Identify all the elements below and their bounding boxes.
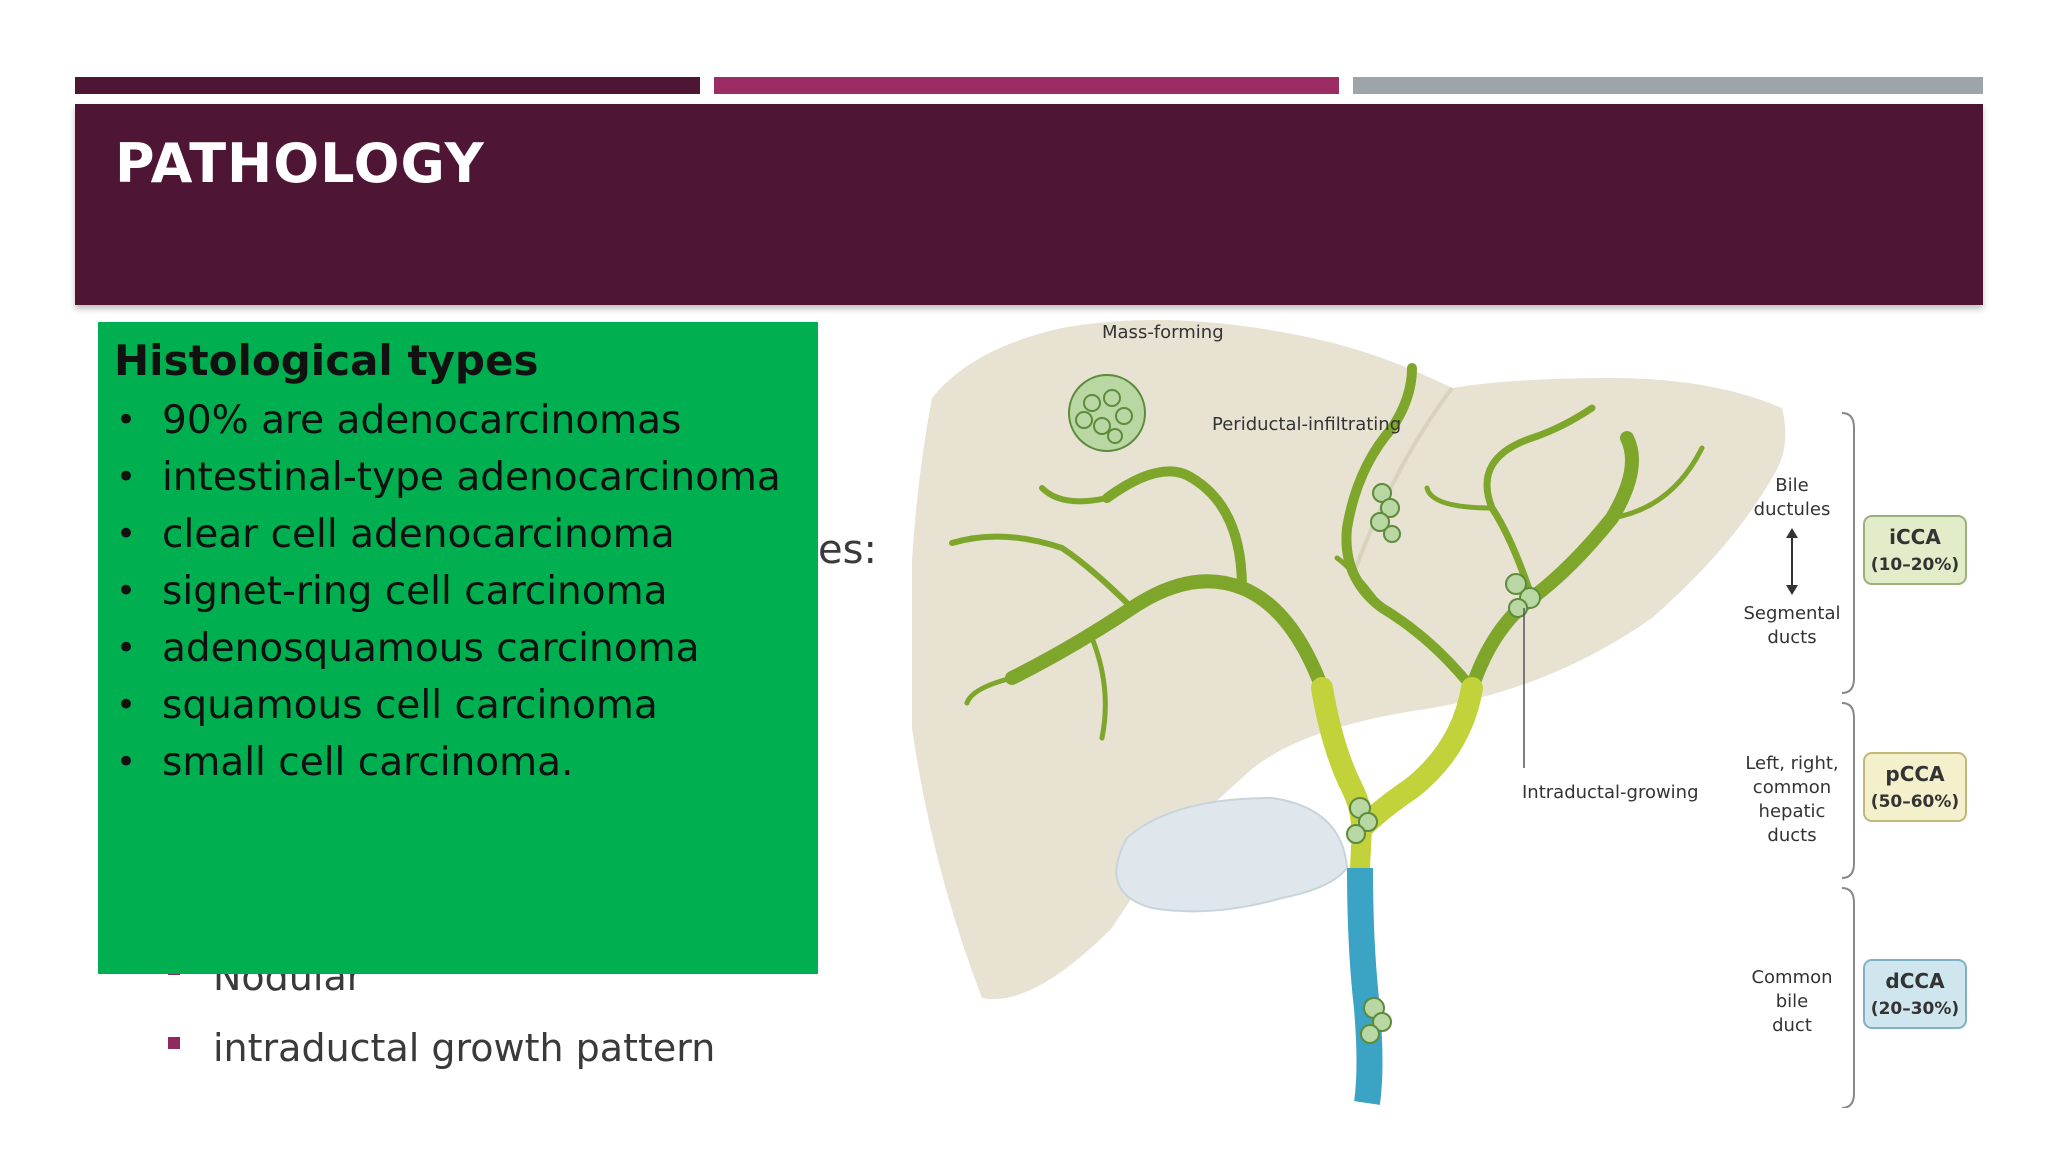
svg-text:duct: duct <box>1772 1015 1812 1036</box>
label-periductal: Periductal-infiltrating <box>1212 414 1401 435</box>
label-intraductal: Intraductal-growing <box>1522 782 1699 803</box>
svg-text:pCCA: pCCA <box>1885 762 1945 786</box>
svg-text:(50–60%): (50–60%) <box>1871 792 1959 812</box>
svg-text:Bile: Bile <box>1775 475 1808 496</box>
svg-text:Segmental: Segmental <box>1743 603 1840 624</box>
sub-bullet-intraductal: intraductal growth pattern <box>213 1026 715 1070</box>
duct-classification: Bile ductules Segmental ducts Left, righ… <box>1743 475 1840 1036</box>
list-item: •signet-ring cell carcinoma <box>98 563 781 620</box>
svg-text:ductules: ductules <box>1754 499 1831 520</box>
histology-list: •90% are adenocarcinomas •intestinal-typ… <box>98 392 781 791</box>
list-item: •intestinal-type adenocarcinoma <box>98 449 781 506</box>
svg-text:ducts: ducts <box>1767 627 1816 648</box>
title-banner: PATHOLOGY <box>75 104 1983 305</box>
accent-bar-3 <box>1353 77 1983 94</box>
bullet-icon: • <box>116 620 136 677</box>
svg-text:Common: Common <box>1751 967 1832 988</box>
accent-bar-2 <box>714 77 1339 94</box>
accent-bar-1 <box>75 77 700 94</box>
mass-forming-tumor <box>1069 375 1145 451</box>
list-item: •squamous cell carcinoma <box>98 677 781 734</box>
svg-text:(10–20%): (10–20%) <box>1871 555 1959 575</box>
bullet-icon: • <box>116 449 136 506</box>
type-box-icca: iCCA (10–20%) <box>1864 516 1966 584</box>
svg-text:(20–30%): (20–30%) <box>1871 999 1959 1019</box>
liver-bile-duct-diagram: Mass-forming Periductal-infiltrating Int… <box>912 308 1992 1108</box>
histology-title: Histological types <box>114 336 538 385</box>
svg-text:ducts: ducts <box>1767 825 1816 846</box>
svg-text:iCCA: iCCA <box>1889 525 1941 549</box>
bullet-icon: • <box>116 734 136 791</box>
svg-text:common: common <box>1753 777 1831 798</box>
svg-text:Left, right,: Left, right, <box>1745 753 1838 774</box>
obscured-text-fragment: es: <box>818 527 877 573</box>
slide-title: PATHOLOGY <box>115 132 485 195</box>
type-box-dcca: dCCA (20–30%) <box>1864 960 1966 1028</box>
histological-types-box: Histological types •90% are adenocarcino… <box>98 322 818 974</box>
bullet-icon: • <box>116 392 136 449</box>
type-box-pcca: pCCA (50–60%) <box>1864 753 1966 821</box>
svg-text:hepatic: hepatic <box>1759 801 1826 822</box>
bullet-icon: • <box>116 563 136 620</box>
svg-text:dCCA: dCCA <box>1885 969 1945 993</box>
bullet-icon: • <box>116 677 136 734</box>
square-bullet-icon <box>168 1037 180 1049</box>
svg-text:bile: bile <box>1776 991 1809 1012</box>
list-item: •small cell carcinoma. <box>98 734 781 791</box>
list-item: •90% are adenocarcinomas <box>98 392 781 449</box>
list-item: •adenosquamous carcinoma <box>98 620 781 677</box>
list-item: •clear cell adenocarcinoma <box>98 506 781 563</box>
label-mass-forming: Mass-forming <box>1102 322 1224 343</box>
bullet-icon: • <box>116 506 136 563</box>
